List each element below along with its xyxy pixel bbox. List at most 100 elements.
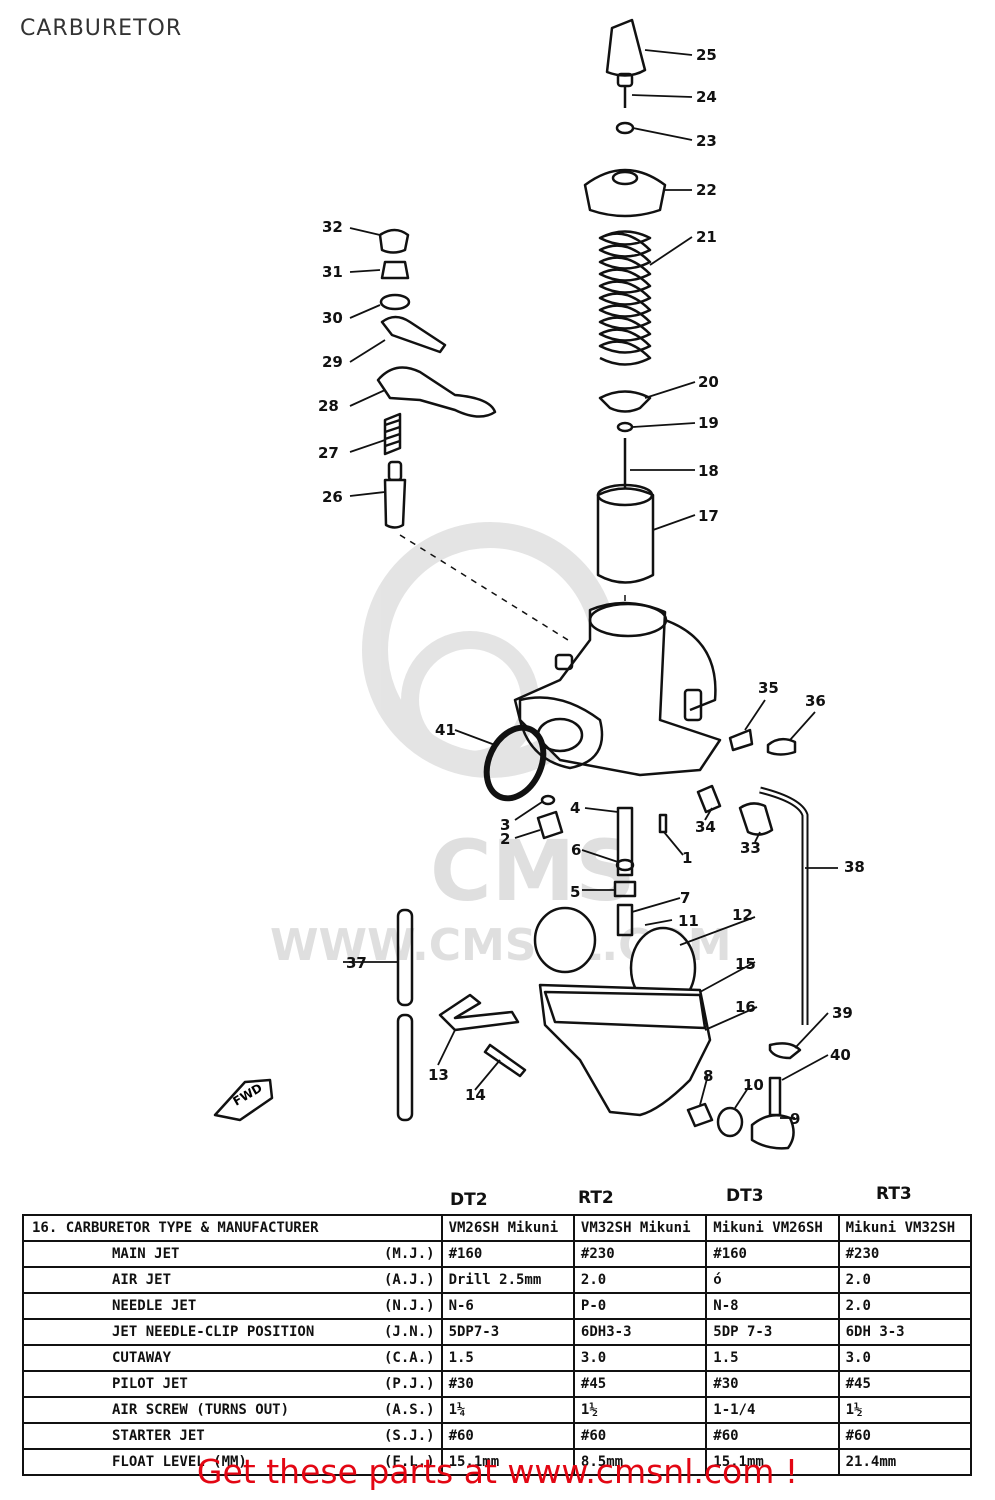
header-value-cell: VM26SH Mikuni bbox=[440, 1214, 575, 1242]
callout-41: 41 bbox=[435, 721, 456, 739]
row-value-cell: 6DH 3-3 bbox=[837, 1318, 973, 1346]
callout-19: 19 bbox=[698, 414, 719, 432]
callout-40: 40 bbox=[830, 1046, 851, 1064]
column-header-3: DT3 bbox=[726, 1186, 764, 1206]
row-label-cell: MAIN JET bbox=[22, 1240, 378, 1268]
callout-32: 32 bbox=[322, 218, 343, 236]
row-abbr-cell: (A.J.) bbox=[378, 1266, 443, 1294]
row-label-cell: CUTAWAY bbox=[22, 1344, 378, 1372]
callout-21: 21 bbox=[696, 228, 717, 246]
row-value-cell: #45 bbox=[572, 1370, 708, 1398]
row-value-cell: N-8 bbox=[705, 1292, 840, 1320]
part-spring-icon bbox=[598, 230, 652, 366]
row-label-cell: STARTER JET bbox=[22, 1422, 378, 1450]
fwd-arrow-icon bbox=[213, 1078, 274, 1122]
part-carburetor-body-icon bbox=[513, 601, 722, 777]
callout-34: 34 bbox=[695, 818, 716, 836]
row-value-cell: #160 bbox=[440, 1240, 575, 1268]
row-value-cell: Drill 2.5mm bbox=[440, 1266, 575, 1294]
part-top-cap-icon bbox=[583, 168, 667, 218]
row-abbr-cell: (A.S.) bbox=[378, 1396, 443, 1424]
row-value-cell: 5DP 7-3 bbox=[705, 1318, 840, 1346]
callout-27: 27 bbox=[318, 444, 339, 462]
row-value-cell: 15.1mm bbox=[440, 1448, 575, 1476]
callout-16: 16 bbox=[735, 998, 756, 1016]
row-abbr-cell: (F.L.) bbox=[378, 1448, 443, 1476]
callout-24: 24 bbox=[696, 88, 717, 106]
callout-13: 13 bbox=[428, 1066, 449, 1084]
callout-2: 2 bbox=[500, 830, 510, 848]
callout-7: 7 bbox=[680, 889, 690, 907]
row-value-cell: 6DH3-3 bbox=[572, 1318, 708, 1346]
callout-26: 26 bbox=[322, 488, 343, 506]
callout-35: 35 bbox=[758, 679, 779, 697]
row-value-cell: #60 bbox=[705, 1422, 840, 1450]
callout-15: 15 bbox=[735, 955, 756, 973]
watermark-logo-text: CMS bbox=[430, 822, 636, 920]
callout-4: 4 bbox=[570, 799, 580, 817]
row-label-cell: JET NEEDLE-CLIP POSITION bbox=[22, 1318, 378, 1346]
row-abbr-cell: (P.J.) bbox=[378, 1370, 443, 1398]
callout-39: 39 bbox=[832, 1004, 853, 1022]
row-label-cell: AIR JET bbox=[22, 1266, 378, 1294]
row-value-cell: N-6 bbox=[440, 1292, 575, 1320]
callout-23: 23 bbox=[696, 132, 717, 150]
callout-numbers: 2524232221201918173231302928272641353643… bbox=[318, 46, 865, 1128]
row-value-cell: 1.5 bbox=[440, 1344, 575, 1372]
callout-11: 11 bbox=[678, 912, 699, 930]
header-value-cell: Mikuni VM32SH bbox=[837, 1214, 973, 1242]
table-row: STARTER JET(S.J.)#60#60#60#60 bbox=[22, 1422, 973, 1450]
callout-6: 6 bbox=[571, 841, 581, 859]
row-abbr-cell: (M.J.) bbox=[378, 1240, 443, 1268]
row-value-cell: #60 bbox=[837, 1422, 973, 1450]
callout-31: 31 bbox=[322, 263, 343, 281]
part-throttle-slide-icon bbox=[596, 487, 655, 584]
row-abbr-cell: (S.J.) bbox=[378, 1422, 443, 1450]
row-value-cell: #45 bbox=[837, 1370, 973, 1398]
row-value-cell: 2.0 bbox=[572, 1266, 708, 1294]
row-value-cell: #230 bbox=[837, 1240, 973, 1268]
row-value-cell: 1.5 bbox=[705, 1344, 840, 1372]
row-value-cell: #60 bbox=[572, 1422, 708, 1450]
callout-36: 36 bbox=[805, 692, 826, 710]
callout-38: 38 bbox=[844, 858, 865, 876]
row-value-cell: 2.0 bbox=[837, 1292, 973, 1320]
row-label-cell: NEEDLE JET bbox=[22, 1292, 378, 1320]
callout-9: 9 bbox=[790, 1110, 800, 1128]
row-value-cell: #30 bbox=[440, 1370, 575, 1398]
part-float-icon bbox=[533, 906, 597, 974]
row-abbr-cell: (C.A.) bbox=[378, 1344, 443, 1372]
table-row: MAIN JET(M.J.)#160#230#160#230 bbox=[22, 1240, 973, 1268]
callout-17: 17 bbox=[698, 507, 719, 525]
row-value-cell: 3.0 bbox=[837, 1344, 973, 1372]
callout-14: 14 bbox=[465, 1086, 486, 1104]
row-value-cell: ó bbox=[705, 1266, 840, 1294]
promo-link[interactable]: Get these parts at www.cmsnl.com ! bbox=[196, 1452, 799, 1491]
row-value-cell: 3.0 bbox=[572, 1344, 708, 1372]
fwd-label: FWD bbox=[231, 1081, 265, 1109]
header-value-cell: VM32SH Mikuni bbox=[572, 1214, 708, 1242]
callout-8: 8 bbox=[703, 1067, 713, 1085]
row-value-cell: P-0 bbox=[572, 1292, 708, 1320]
callout-30: 30 bbox=[322, 309, 343, 327]
callout-37: 37 bbox=[346, 954, 367, 972]
row-value-cell: 1½ bbox=[837, 1396, 973, 1424]
header-value-cell: Mikuni VM26SH bbox=[705, 1214, 840, 1242]
callout-33: 33 bbox=[740, 839, 761, 857]
row-value-cell: 5DP7-3 bbox=[440, 1318, 575, 1346]
row-value-cell: 15.1mm bbox=[705, 1448, 840, 1476]
row-value-cell: 21.4mm bbox=[837, 1448, 973, 1476]
callout-12: 12 bbox=[732, 906, 753, 924]
part-choke-lever-icon bbox=[376, 366, 497, 418]
row-value-cell: 1¼ bbox=[440, 1396, 575, 1424]
row-value-cell: #60 bbox=[440, 1422, 575, 1450]
callout-20: 20 bbox=[698, 373, 719, 391]
row-value-cell: 1-1/4 bbox=[705, 1396, 840, 1424]
column-header-2: RT2 bbox=[578, 1188, 614, 1208]
